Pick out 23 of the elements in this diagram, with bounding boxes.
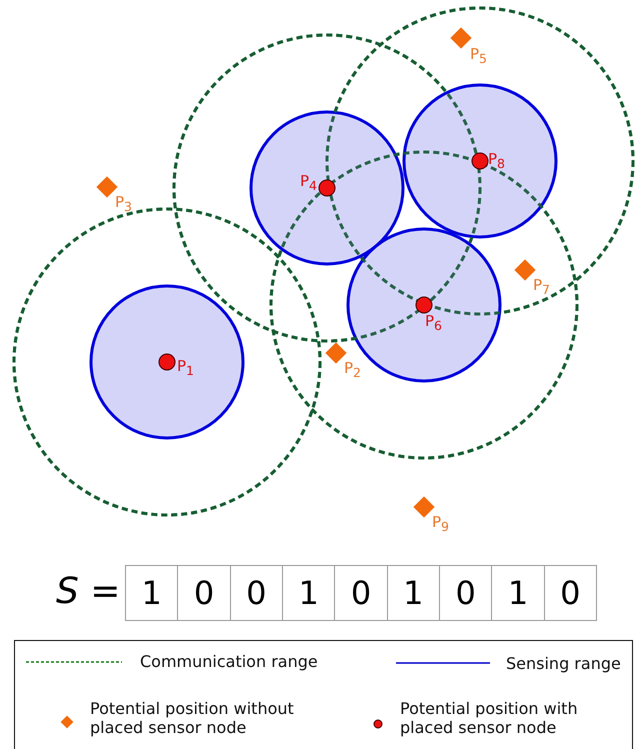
bit-cell: 0 <box>177 565 231 621</box>
point-label: P$_{4}$ <box>300 173 317 194</box>
legend-text: Potential position with placed sensor node <box>400 699 579 737</box>
legend-text: Potential position without placed sensor node <box>90 699 295 737</box>
point-label: P$_{3}$ <box>115 194 132 215</box>
bit-cell: 1 <box>386 565 440 621</box>
bit-cell: 0 <box>334 565 388 621</box>
legend-text: Communication range <box>140 652 319 671</box>
bit-cell: 1 <box>125 565 178 621</box>
bit-cell: 1 <box>491 565 545 621</box>
bit-cell: 0 <box>230 565 283 621</box>
equation-label: S = <box>56 570 120 614</box>
point-label: P$_{2}$ <box>344 360 361 381</box>
bit-cell: 0 <box>439 565 492 621</box>
point-label: P$_{1}$ <box>177 358 194 379</box>
bit-cell: 1 <box>282 565 336 621</box>
point-label: P$_{5}$ <box>470 46 487 67</box>
legend-text: Sensing range <box>506 654 622 673</box>
point-label: P$_{9}$ <box>432 514 449 535</box>
point-label: P$_{7}$ <box>533 277 550 298</box>
bit-cell: 0 <box>544 565 597 621</box>
point-label: P$_{8}$ <box>488 151 505 172</box>
point-label: P$_{6}$ <box>425 313 442 334</box>
